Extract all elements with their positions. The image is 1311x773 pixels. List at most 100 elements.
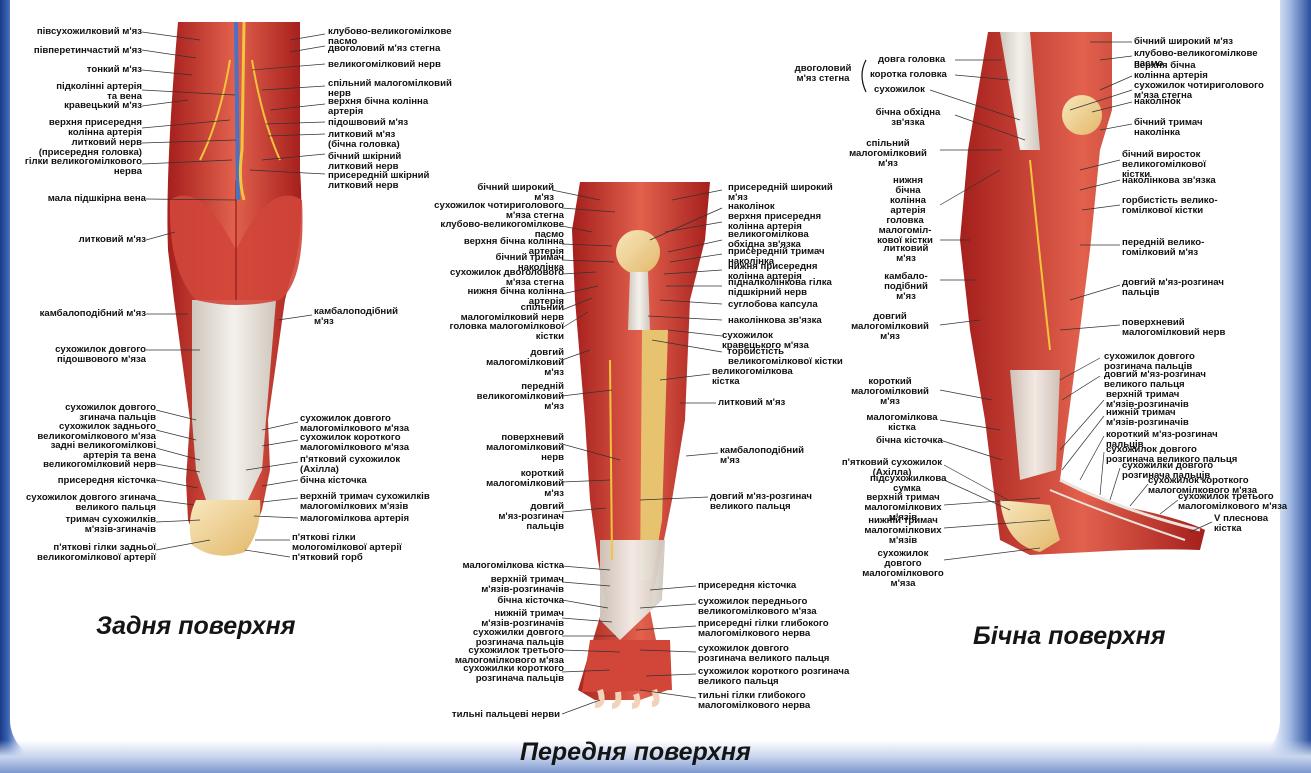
anterior-label: тильні пальцеві нерви: [452, 710, 560, 720]
lateral-label: камбало- подібний м'яз: [874, 272, 938, 302]
bracket: [862, 60, 866, 92]
lateral-label: нижня бічна колінна артерія: [878, 176, 938, 216]
anterior-label: сухожилок короткого розгинача великого п…: [698, 667, 849, 687]
lateral-label: наколінкова зв'язка: [1122, 176, 1216, 186]
lateral-label: поверхневий малогомілковий нерв: [1122, 318, 1225, 338]
lateral-label: бічний широкий м'яз: [1134, 37, 1233, 47]
lateral-label: верхня бічна колінна артерія: [1134, 61, 1208, 81]
anterior-label: присередні гілки глибокого малогомілково…: [698, 619, 829, 639]
posterior-label: бічний шкірний литковий нерв: [328, 152, 401, 172]
lateral-label: наколінок: [1134, 97, 1181, 107]
anterior-label: поверхневий малогомілковий нерв: [486, 433, 564, 463]
posterior-label: литковий м'яз (бічна головка): [328, 130, 400, 150]
anterior-label: сухожилок переднього великогомілкового м…: [698, 597, 817, 617]
lateral-label: довгий м'яз-розгинач пальців: [1122, 278, 1224, 298]
lateral-label: довгий малогомілковий м'яз: [842, 312, 938, 342]
anterior-label: підналколінкова гілка підшкірний нерв: [728, 278, 832, 298]
lateral-title: Бічна поверхня: [973, 622, 1165, 651]
anterior-label: литковий м'яз: [718, 398, 785, 408]
lateral-label: спільний малогомілковий м'яз: [838, 139, 938, 169]
lateral-label: бічна кісточка: [876, 436, 943, 446]
posterior-label: тонкий м'яз: [87, 65, 142, 75]
posterior-label: кравецький м'яз: [64, 101, 142, 111]
lateral-label: бічний тримач наколінка: [1134, 118, 1203, 138]
anterior-label: довгий м'яз-розгинач великого пальця: [710, 492, 812, 512]
posterior-label: сухожилок короткого малогомілкового м'яз…: [300, 433, 409, 453]
posterior-label: сухожилок довгого підошвового м'яза: [55, 345, 146, 365]
lateral-label: довга головка: [878, 55, 945, 65]
lateral-label: коротка головка: [870, 70, 947, 80]
lateral-label: V плеснова кістка: [1214, 514, 1268, 534]
lateral-label: литковий м'яз: [874, 244, 938, 264]
anterior-label: наколінкова зв'язка: [728, 316, 822, 326]
posterior-label: п'яткові гілки задньої великогомілкової …: [37, 543, 156, 563]
lateral-label: головка малогоміл- кової кістки: [872, 216, 938, 246]
posterior-label: верхня бічна колінна артерія: [328, 97, 428, 117]
posterior-label: камбалоподібний м'яз: [40, 309, 146, 319]
lateral-label: малогомілкова кістка: [866, 413, 938, 433]
anterior-label: присередній широкий м'яз: [728, 183, 833, 203]
posterior-label: великогомілковий нерв: [328, 60, 441, 70]
posterior-label: малогомілкова артерія: [300, 514, 409, 524]
anterior-title: Передня поверхня: [520, 738, 751, 767]
lateral-label: підсухожилкова сумка: [870, 474, 944, 494]
posterior-label: сухожилок довгого згинача пальців: [65, 403, 156, 423]
anterior-label: довгий м'яз-розгинач пальців: [498, 502, 564, 532]
anterior-label: сухожилки короткого розгинача пальців: [463, 664, 564, 684]
anterior-leg-figure: [572, 182, 710, 706]
anterior-label: тильні гілки глибокого малогомілкового н…: [698, 691, 810, 711]
posterior-label: п'яткові гілки мологомілкової артерії: [292, 533, 402, 553]
posterior-label: присередня кісточка: [58, 476, 156, 486]
posterior-label: великогомілковий нерв: [43, 460, 156, 470]
lateral-label: нижній тримач м'язів-розгиначів: [1106, 408, 1189, 428]
anterior-label: малогомілкова кістка: [462, 561, 564, 571]
posterior-label: присередній шкірний литковий нерв: [328, 171, 429, 191]
anterior-label: короткий малогомілковий м'яз: [486, 469, 564, 499]
posterior-label: литковий нерв (присередня головка): [39, 138, 142, 158]
anterior-label: верхній тримач м'язів-розгиначів: [481, 575, 564, 595]
posterior-label: півсухожилковий м'яз: [37, 27, 142, 37]
posterior-label: мала підшкірна вена: [48, 194, 146, 204]
lateral-label: сухожилок довгого малогомілкового м'яза: [862, 549, 944, 589]
anterior-label: головка малогомілкової кістки: [450, 322, 564, 342]
posterior-label: бічна кісточка: [300, 476, 367, 486]
lateral-label: нижній тримач малогомілкових м'язів: [862, 516, 944, 546]
posterior-label: сухожилок довгого згинача великого пальц…: [26, 493, 156, 513]
posterior-label: п'ятковий сухожилок (Ахілла): [300, 455, 400, 475]
posterior-label: верхній тримач сухожилків малогомілкових…: [300, 492, 430, 512]
anterior-label: горбистість великогомілкової кістки: [728, 347, 843, 367]
posterior-leg-figure: [167, 22, 302, 556]
anterior-label: сухожилок довгого розгинача великого пал…: [698, 644, 829, 664]
anterior-label: камбалоподібний м'яз: [720, 446, 804, 466]
posterior-title: Задня поверхня: [96, 612, 296, 641]
anterior-label: великогомілкова кістка: [712, 367, 793, 387]
anterior-label: передній великогомілковий м'яз: [477, 382, 564, 412]
anterior-label: нижній тримач м'язів-розгиначів: [481, 609, 564, 629]
posterior-label: сухожилок заднього великогомілкового м'я…: [37, 422, 156, 442]
posterior-label: гілки великогомілкового нерва: [25, 157, 142, 177]
anterior-label: спільний малогомілковий нерв: [461, 303, 564, 323]
lateral-label: довгий м'яз-розгинач великого пальця: [1104, 370, 1206, 390]
anterior-label: сухожилок двоголового м'яза стегна: [450, 268, 564, 288]
posterior-label: сухожилок довгого малогомілкового м'яза: [300, 414, 409, 434]
lateral-label: двоголовий м'яз стегна: [784, 64, 862, 84]
lateral-label: короткий малогомілковий м'яз: [842, 377, 938, 407]
posterior-label: литковий м'яз: [79, 235, 146, 245]
lateral-label: сухожилок: [874, 85, 925, 95]
anterior-label: довгий малогомілковий м'яз: [486, 348, 564, 378]
posterior-label: верхня присередня колінна артерія: [49, 118, 142, 138]
posterior-label: задні великогомілкові артерія та вена: [51, 441, 156, 461]
posterior-label: тримач сухожилків м'язів-згиначів: [65, 515, 156, 535]
posterior-label: підколінні артерія та вена: [56, 82, 142, 102]
posterior-label: підошвовий м'яз: [328, 118, 408, 128]
posterior-label: п'ятковий горб: [292, 553, 363, 563]
lateral-label: сухожилок третього малогомілкового м'яза: [1178, 492, 1287, 512]
lateral-label: бічна обхідна зв'язка: [866, 108, 950, 128]
anterior-label: суглобова капсула: [728, 300, 818, 310]
lateral-label: передній велико- гомілковий м'яз: [1122, 238, 1204, 258]
anterior-label: бічна кісточка: [497, 596, 564, 606]
posterior-label: камбалоподібний м'яз: [314, 307, 398, 327]
posterior-label: двоголовий м'яз стегна: [328, 44, 440, 54]
posterior-label: півперетинчастий м'яз: [34, 46, 142, 56]
lateral-label: горбистість велико- гомілкової кістки: [1122, 196, 1218, 216]
